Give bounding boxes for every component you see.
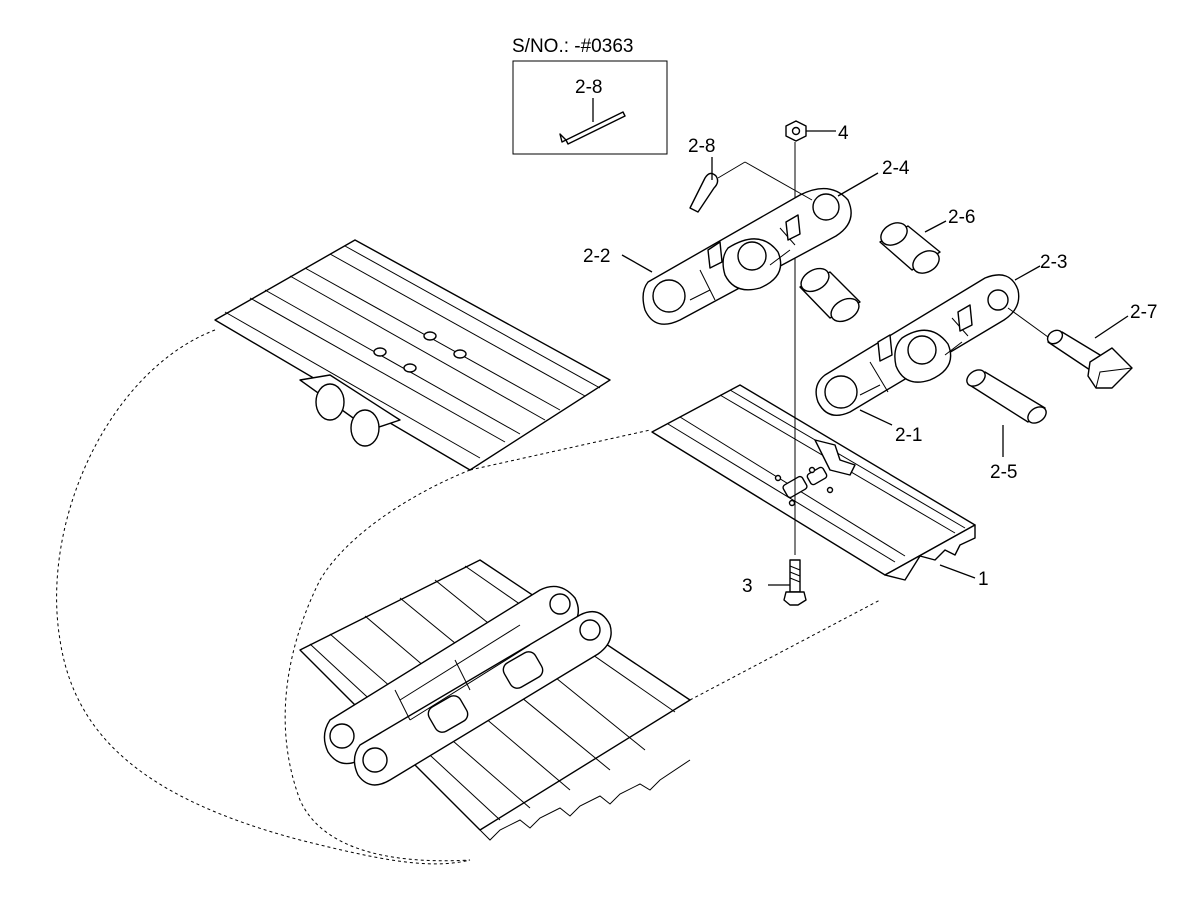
upper-track-shoes — [214, 239, 611, 471]
callout-2-7: 2-7 — [1130, 302, 1157, 323]
callout-2-5: 2-5 — [990, 462, 1017, 483]
track-loop-outline — [56, 329, 881, 865]
assembled-chain — [323, 585, 612, 786]
leader-lines — [621, 130, 1129, 586]
bushing-part-2-6 — [879, 222, 941, 274]
pin-part-2-5 — [966, 369, 1047, 424]
cotter-pin-part-2-8 — [689, 161, 813, 213]
callout-labels: 4 2-8 2-4 2-2 2-6 2-3 2-7 2-1 2-5 1 3 — [583, 123, 1157, 597]
callout-1: 1 — [978, 569, 989, 590]
callout-2-4: 2-4 — [882, 158, 910, 179]
callout-4: 4 — [838, 123, 849, 144]
track-shoe-part-1 — [651, 384, 976, 581]
serial-number-label: S/NO.: -#0363 — [512, 36, 633, 57]
serial-inset: S/NO.: -#0363 2-8 — [512, 36, 668, 155]
link-left-part-2-2 — [642, 187, 852, 325]
callout-2-8: 2-8 — [688, 136, 715, 157]
inset-frame — [512, 60, 668, 155]
bushing-secondary — [799, 267, 861, 323]
master-pin-part-2-7 — [1007, 307, 1133, 389]
callout-2-1: 2-1 — [895, 425, 922, 446]
callout-3: 3 — [742, 576, 753, 597]
inset-pin-icon — [559, 111, 626, 145]
callout-2-2: 2-2 — [583, 246, 610, 267]
callout-2-6: 2-6 — [948, 207, 975, 228]
callout-2-3: 2-3 — [1040, 252, 1067, 273]
inset-part-label: 2-8 — [575, 77, 602, 98]
nut-part-4 — [785, 120, 807, 142]
link-right-part-2-1 — [815, 274, 1020, 416]
